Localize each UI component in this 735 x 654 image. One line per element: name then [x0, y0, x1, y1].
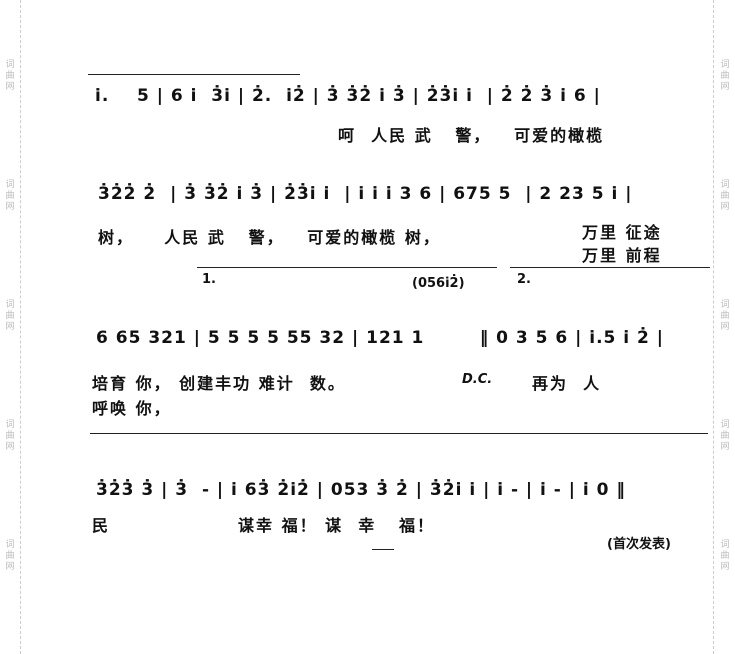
lyrics-verse-1: 万里 征途	[582, 223, 662, 242]
watermark: 词曲网	[720, 420, 730, 452]
footnote: (首次发表)	[607, 537, 671, 552]
divider-line	[90, 433, 708, 434]
notes-row-1: i̇. 5 | 6 i̇ 3̇i̇ | 2̇. i̇2̇ | 3̇ 3̇2̇ i…	[95, 86, 601, 106]
notes-row-4: 3̇2̇3̇ 3̇ | 3̇ - | i̇ 63̇ 2̇i̇2̇ | 053 3…	[96, 480, 626, 500]
lyrics-row-4-start: 民	[92, 516, 111, 535]
margin-line	[20, 0, 21, 654]
end-mark	[372, 549, 394, 550]
watermark: 词曲网	[720, 60, 730, 92]
fill-notes: (056i̇2̇)	[412, 276, 465, 291]
volta-2-bracket	[510, 267, 710, 268]
watermark: 词曲网	[720, 300, 730, 332]
lyrics-row-3: 培育 你， 创建丰功 难计 数。	[92, 374, 346, 393]
volta-1-bracket	[197, 267, 497, 268]
lyrics-row-4: 谋幸 福！ 谋 幸 福！	[238, 516, 435, 535]
dc-marking: D.C.	[462, 372, 493, 387]
watermark: 词曲网	[5, 420, 15, 452]
notes-row-3: 6 65 321 | 5 5 5 5 55 32 | 121 1 ‖ 0 3 5…	[96, 328, 664, 348]
margin-line	[713, 0, 714, 654]
watermark: 词曲网	[5, 300, 15, 332]
lyrics-row-3-verse-2: 呼唤 你，	[92, 399, 172, 418]
volta-2-label: 2.	[517, 272, 531, 287]
lyrics-row-1: 呵 人民 武 警， 可爱的橄榄	[338, 126, 605, 145]
watermark: 词曲网	[5, 180, 15, 212]
watermark: 词曲网	[720, 540, 730, 572]
lyrics-row-2: 树， 人民 武 警， 可爱的橄榄 树，	[98, 228, 441, 247]
notes-row-2: 3̇2̇2̇ 2̇ | 3̇ 3̇2̇ i̇ 3̇ | 2̇3̇i̇ i̇ | …	[98, 184, 633, 204]
lyrics-verse-2: 万里 前程	[582, 246, 662, 265]
tie-line	[88, 74, 300, 75]
watermark: 词曲网	[720, 180, 730, 212]
watermark: 词曲网	[5, 60, 15, 92]
watermark: 词曲网	[5, 540, 15, 572]
volta-1-label: 1.	[202, 272, 216, 287]
lyrics-row-3-end: 再为 人	[532, 374, 602, 393]
